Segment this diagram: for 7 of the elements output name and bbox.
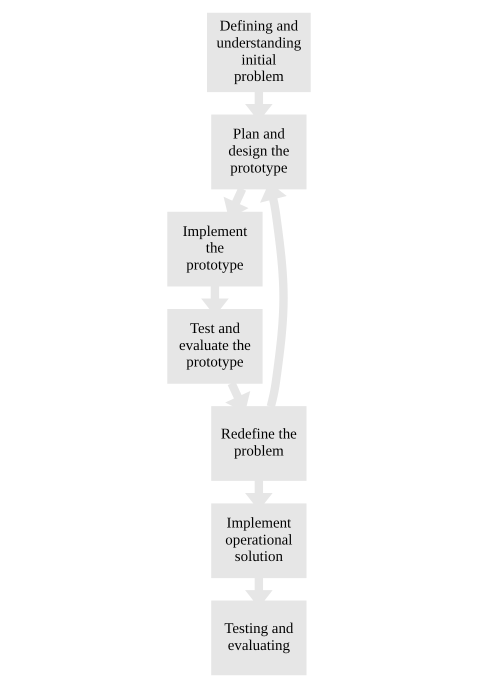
node-box: Implement operational solution [210, 503, 306, 578]
node-box: Defining and understanding initial problem [206, 12, 310, 92]
node-box: Plan and design the prototype [210, 114, 306, 190]
node-box: Redefine the problem [210, 406, 306, 481]
node-box: Implement the prototype [166, 212, 262, 287]
node-box: Testing and evaluating [210, 600, 306, 676]
node-box: Test and evaluate the prototype [166, 308, 262, 384]
